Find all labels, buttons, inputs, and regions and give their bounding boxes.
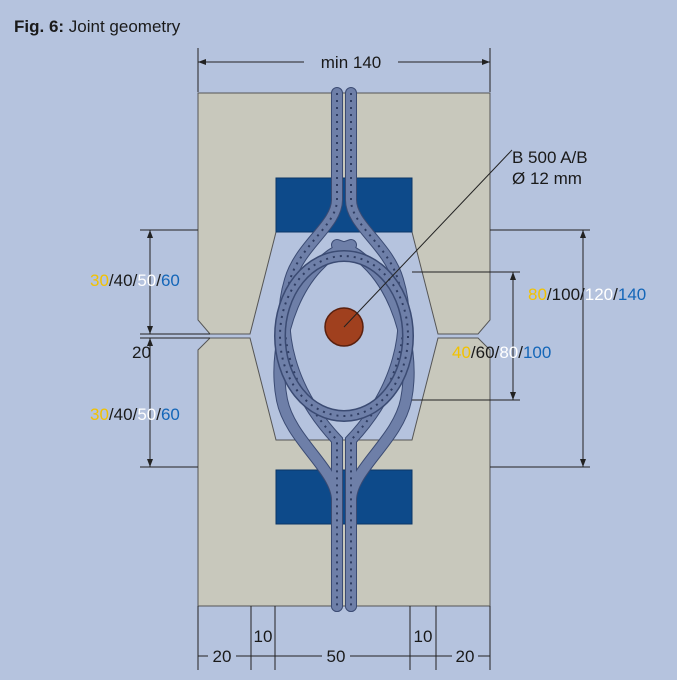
lower-anchor-block — [275, 469, 413, 525]
top-width-dimension: min 140 — [197, 48, 491, 92]
bottom-dim-right-edge: 20 — [456, 647, 475, 666]
left-lower-series-label: 30/40/50/60 — [90, 405, 180, 424]
figure-caption: Joint geometry — [64, 17, 181, 36]
right-inner-series-label: 40/60/80/100 — [452, 343, 551, 362]
right-dimensions — [412, 229, 590, 468]
rebar-leader — [343, 149, 513, 328]
wire-rope-loops — [273, 87, 415, 612]
left-dimensions — [140, 229, 210, 468]
figure-title: Fig. 6: Joint geometry — [14, 17, 181, 36]
figure-number: Fig. 6: — [14, 17, 64, 36]
joint-gap-label: 20 — [132, 343, 151, 362]
left-upper-series-label: 30/40/50/60 — [90, 271, 180, 290]
top-width-label: min 140 — [321, 53, 381, 72]
rebar-diameter-label: Ø 12 mm — [512, 169, 582, 188]
bottom-dim-center: 50 — [327, 647, 346, 666]
bottom-dimensions — [197, 606, 491, 670]
rebar-grade-label: B 500 A/B — [512, 148, 588, 167]
upper-anchor-block — [275, 177, 413, 233]
bottom-dim-left-edge: 20 — [213, 647, 232, 666]
bottom-dim-right-gap: 10 — [414, 627, 433, 646]
right-outer-series-label: 80/100/120/140 — [528, 285, 646, 304]
bottom-dim-left-gap: 10 — [254, 627, 273, 646]
